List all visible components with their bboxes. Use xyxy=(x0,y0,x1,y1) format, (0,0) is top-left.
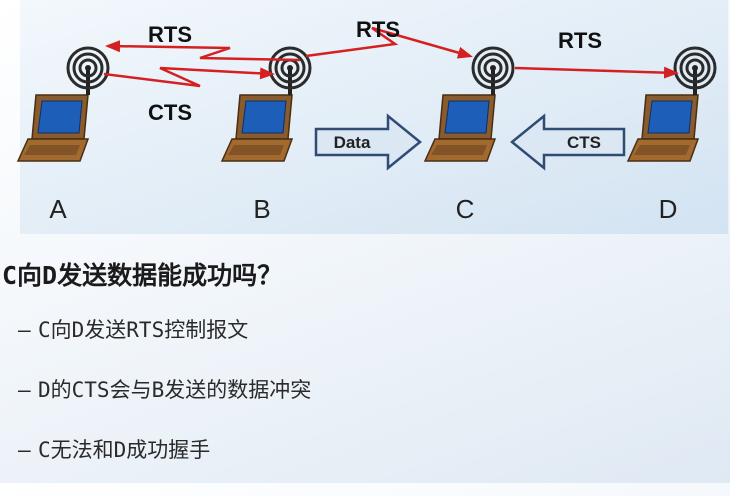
signal-label: RTS xyxy=(558,28,602,53)
signal-arrow-rts-b-to-a: RTS xyxy=(105,22,301,62)
bullet-item: –C向D发送RTS控制报文 xyxy=(0,316,311,376)
node-label-c: C xyxy=(456,194,475,224)
node-d: D xyxy=(626,46,717,224)
node-c: C xyxy=(423,46,515,224)
signal-label: RTS xyxy=(148,22,192,47)
laptop-icon xyxy=(220,94,294,162)
block-arrow-cts: CTS xyxy=(510,113,626,171)
signal-arrow-rts-b-to-c: RTS xyxy=(305,17,473,59)
block-arrow-label: Data xyxy=(334,133,371,152)
node-a: A xyxy=(16,46,110,224)
bullet-dash: – xyxy=(18,318,31,342)
bullet-list: –C向D发送RTS控制报文–D的CTS会与B发送的数据冲突–C无法和D成功握手 xyxy=(0,316,311,496)
bullet-dash: – xyxy=(18,438,31,462)
diagram-panel xyxy=(20,0,728,234)
bullet-text: D的CTS会与B发送的数据冲突 xyxy=(38,378,312,402)
bullet-item: –D的CTS会与B发送的数据冲突 xyxy=(0,376,311,436)
antenna-icon xyxy=(673,46,717,95)
block-arrow-label: CTS xyxy=(567,133,601,152)
signal-arrow-cts-a-to-b: CTS xyxy=(103,66,275,125)
bullet-text: C无法和D成功握手 xyxy=(38,438,211,462)
signal-label: RTS xyxy=(356,17,400,42)
node-label-d: D xyxy=(659,194,678,224)
laptop-icon xyxy=(16,94,90,162)
node-label-b: B xyxy=(253,194,270,224)
block-arrow-data: Data xyxy=(314,113,422,171)
bullet-dash: – xyxy=(18,378,31,402)
node-label-a: A xyxy=(49,194,67,224)
signal-arrow-rts-c-to-d: RTS xyxy=(514,28,679,79)
question-text: C向D发送数据能成功吗？ xyxy=(2,261,283,290)
laptop-icon xyxy=(626,94,700,162)
antenna-icon xyxy=(268,46,312,95)
signal-label: CTS xyxy=(148,100,192,125)
bullet-item: –C无法和D成功握手 xyxy=(0,436,311,496)
laptop-icon xyxy=(423,94,497,162)
bullet-text: C向D发送RTS控制报文 xyxy=(38,318,249,342)
node-b: B xyxy=(220,46,312,224)
rts-cts-diagram: A B C D RTS CTS RTS RTS Data CTS xyxy=(16,0,728,234)
antenna-icon xyxy=(471,46,515,95)
antenna-icon xyxy=(66,46,110,95)
